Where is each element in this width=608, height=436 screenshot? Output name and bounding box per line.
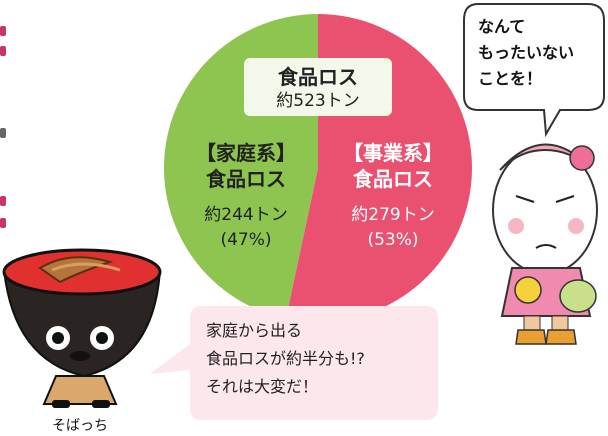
bottom-speech-line-3: それは大変だ！ [206, 377, 318, 396]
slice-label-household-2: 食品ロス [206, 167, 286, 191]
top-speech-line-3: ことを！ [478, 69, 542, 88]
left-character-name: そばっち [52, 418, 108, 434]
chart-title: 食品ロス [278, 65, 358, 89]
soba-bowl-mascot-illustration [2, 248, 162, 408]
edge-fragment [0, 46, 6, 56]
edge-fragment [0, 128, 6, 138]
girl-mascot-illustration [492, 143, 598, 345]
top-speech-line-2: もったいない [478, 43, 574, 62]
bottom-speech-bubble [150, 306, 438, 420]
top-speech-bubble [463, 3, 605, 138]
top-speech-line-1: なんて [478, 17, 525, 36]
slice-percent-business: (53%) [367, 230, 418, 250]
bottom-speech-line-2: 食品ロスが約半分も!? [206, 349, 365, 368]
slice-amount-business: 約279トン [351, 205, 434, 225]
title-box [244, 58, 392, 116]
bottom-speech-line-1: 家庭から出る [206, 321, 302, 340]
slice-amount-household: 約244トン [204, 205, 287, 225]
total-label: 約523トン [276, 91, 359, 111]
slice-label-household: 【家庭系】 [196, 141, 296, 165]
slice-label-business-2: 食品ロス [353, 167, 433, 191]
slice-label-business: 【事業系】 [343, 141, 443, 165]
edge-fragment [0, 26, 6, 36]
slice-percent-household: (47%) [220, 230, 271, 250]
edge-fragment [0, 196, 6, 206]
edge-fragment [0, 218, 6, 228]
